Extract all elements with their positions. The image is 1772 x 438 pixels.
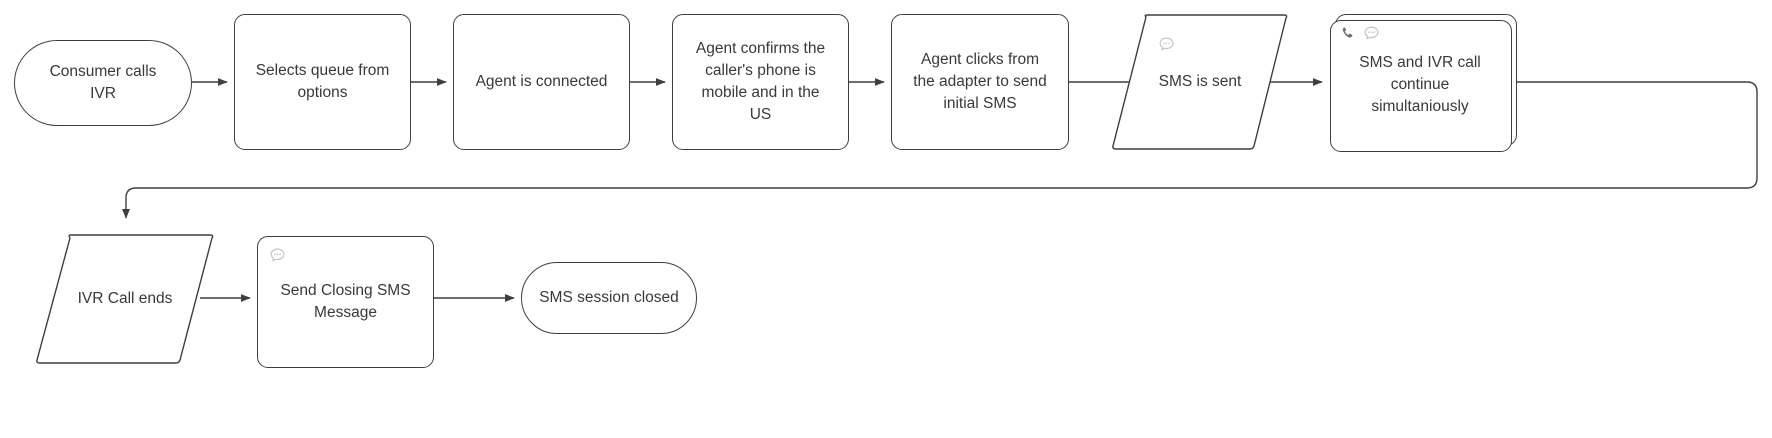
- parallelogram-shape: [34, 234, 216, 364]
- sms-bubble-icon: [1364, 26, 1379, 40]
- node-selects-queue[interactable]: Selects queue from options: [234, 14, 411, 150]
- node-label: SMS and IVR call continue simultaniously: [1359, 54, 1481, 115]
- node-label: Agent confirms the caller's phone is mob…: [695, 40, 826, 123]
- parallelogram-shape: [1110, 14, 1290, 150]
- phone-icon: [1342, 27, 1353, 38]
- node-label: Consumer calls IVR: [49, 63, 157, 102]
- node-label: Send Closing SMS Message: [280, 282, 411, 321]
- node-label: Agent is connected: [475, 73, 608, 90]
- node-label: Selects queue from options: [255, 62, 390, 101]
- edge-continue-to-ivr-ends: [122, 81, 1758, 219]
- node-agent-clicks-adapter[interactable]: Agent clicks from the adapter to send in…: [891, 14, 1069, 150]
- node-label: SMS is sent: [1158, 73, 1242, 90]
- node-sms-session-closed[interactable]: SMS session closed: [521, 262, 697, 334]
- node-sms-and-ivr-continue[interactable]: SMS and IVR call continue simultaniously: [1330, 14, 1517, 152]
- stacked-front-plate: [1330, 20, 1512, 152]
- node-send-closing-sms[interactable]: Send Closing SMS Message: [257, 236, 434, 368]
- sms-bubble-icon: [270, 248, 285, 262]
- node-label: Agent clicks from the adapter to send in…: [913, 51, 1047, 112]
- node-label: IVR Call ends: [77, 290, 173, 307]
- node-icons: [1158, 36, 1175, 53]
- node-icons: [269, 247, 286, 264]
- node-sms-is-sent[interactable]: SMS is sent: [1110, 14, 1290, 150]
- node-label: SMS session closed: [539, 289, 679, 306]
- node-consumer-calls-ivr[interactable]: Consumer calls IVR: [14, 40, 192, 126]
- node-agent-connected[interactable]: Agent is connected: [453, 14, 630, 150]
- sms-bubble-icon: [1159, 37, 1174, 51]
- node-icons: [1339, 25, 1380, 42]
- node-ivr-call-ends[interactable]: IVR Call ends: [34, 234, 216, 364]
- node-agent-confirms-phone[interactable]: Agent confirms the caller's phone is mob…: [672, 14, 849, 150]
